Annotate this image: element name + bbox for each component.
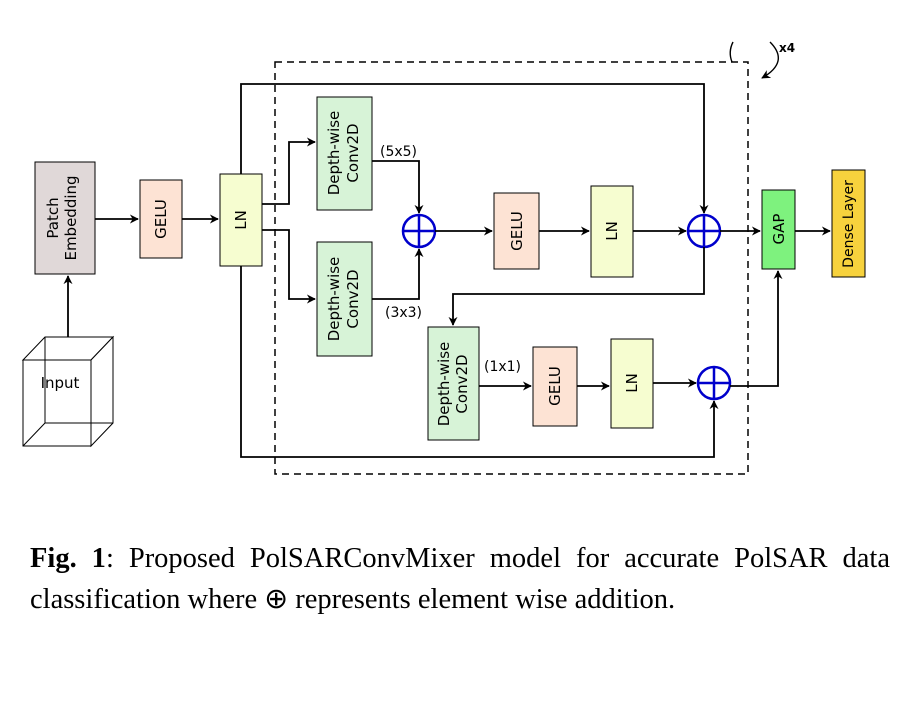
svg-text:Embedding: Embedding (62, 175, 80, 260)
gap-block: GAP (761, 189, 796, 270)
svg-text:GAP: GAP (770, 214, 788, 245)
caption-label: Fig. 1 (30, 543, 106, 574)
input-label: Input (41, 374, 80, 392)
dense-layer-block: Dense Layer (831, 169, 866, 278)
gelu-block-1: GELU (139, 179, 183, 259)
svg-text:GELU: GELU (152, 199, 170, 239)
caption-text: : Proposed PolSARConvMixer model for acc… (30, 543, 890, 615)
kernel-label-1x1: (1x1) (484, 359, 521, 375)
gelu-block-3: GELU (532, 346, 578, 427)
ln-block-2: LN (590, 185, 634, 278)
svg-text:Conv2D: Conv2D (344, 269, 362, 328)
svg-text:Depth-wise: Depth-wise (325, 257, 343, 342)
edge-ln-to-dwconv-5x5 (262, 137, 316, 205)
svg-text:Depth-wise: Depth-wise (325, 111, 343, 196)
svg-text:LN: LN (623, 373, 641, 393)
svg-text:LN: LN (232, 210, 250, 230)
ln-block-3: LN (610, 338, 654, 429)
edge-add2-to-dwconv-1x1 (448, 247, 705, 326)
ln-block-1: LN (219, 173, 263, 267)
architecture-diagram: x4 Input Patch Embedding GELU LN Depth-w… (21, 41, 866, 475)
dwconv-block-3x3: Depth-wise Conv2D (316, 241, 373, 357)
svg-text:LN: LN (603, 221, 621, 241)
edge-dwconv-3x3-to-add1 (372, 248, 424, 300)
repeat-curl (761, 41, 779, 79)
dwconv-block-5x5: Depth-wise Conv2D (316, 96, 373, 211)
edge-skip-ln1-to-add3 (240, 266, 719, 458)
add-node-3 (696, 365, 732, 401)
add-node-1 (401, 213, 437, 249)
svg-text:Conv2D: Conv2D (453, 354, 471, 413)
patch-embedding-block: Patch Embedding (34, 161, 96, 275)
gelu-block-2: GELU (493, 192, 540, 270)
edge-ln-to-dwconv-3x3 (262, 229, 316, 304)
dwconv-block-1x1: Depth-wise Conv2D (427, 326, 480, 441)
edge-dwconv-5x5-to-add1 (372, 160, 424, 214)
svg-text:Patch: Patch (44, 197, 62, 238)
edge-add3-to-gap (730, 270, 783, 387)
svg-text:GELU: GELU (508, 211, 526, 251)
connections (63, 83, 831, 458)
svg-text:Conv2D: Conv2D (344, 123, 362, 182)
input-block: Input (21, 335, 115, 448)
svg-text:Dense Layer: Dense Layer (841, 180, 857, 268)
repeat-arrow (729, 41, 734, 63)
svg-text:Depth-wise: Depth-wise (435, 342, 453, 427)
add-node-2 (686, 213, 722, 249)
repeat-label: x4 (779, 41, 795, 55)
repeat-region (274, 61, 749, 475)
figure-caption: Fig. 1: Proposed PolSARConvMixer model f… (30, 538, 890, 620)
kernel-label-5x5: (5x5) (380, 144, 417, 160)
edge-skip-ln1-to-add2 (240, 83, 709, 214)
kernel-label-3x3: (3x3) (385, 305, 422, 321)
svg-text:GELU: GELU (546, 366, 564, 406)
